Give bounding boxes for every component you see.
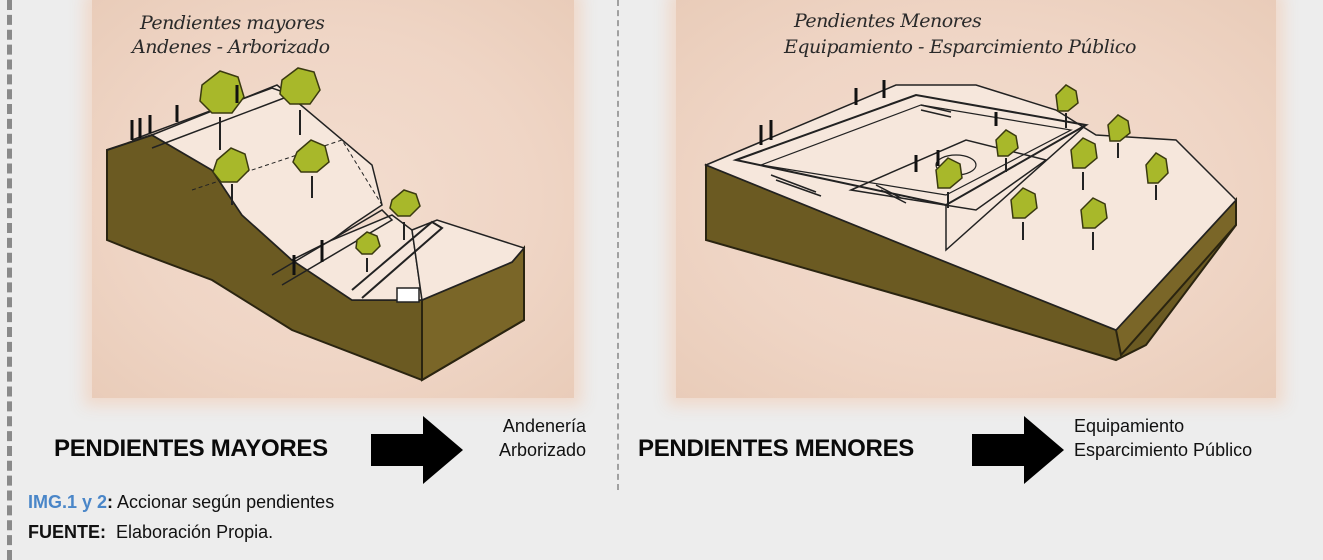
result-line2: Esparcimiento Público: [1074, 440, 1253, 460]
gentle-slope-drawing: [704, 80, 1238, 362]
source-text: Elaboración Propia.: [106, 522, 274, 542]
sketch-steep-slopes: Pendientes mayores Andenes - Arborizado: [92, 0, 574, 398]
sketch-label-line1: Pendientes Menores: [794, 10, 982, 32]
sketch-gentle-slopes: Pendientes Menores Equipamiento - Esparc…: [676, 0, 1276, 398]
figure-source: FUENTE: Elaboración Propia.: [28, 522, 273, 543]
caption-pendientes-menores: PENDIENTES MENORES: [638, 435, 914, 462]
arrow-right-icon: [371, 416, 463, 484]
caption-pendientes-mayores: PENDIENTES MAYORES: [54, 435, 328, 462]
sketch-label-line2: Andenes - Arborizado: [132, 36, 330, 58]
image-description: Accionar según pendientes: [113, 492, 335, 512]
steep-slope-drawing: [106, 67, 526, 382]
image-reference-colon: :: [107, 492, 114, 512]
arrow-right-icon: [972, 416, 1064, 484]
sketch-label-line1: Pendientes mayores: [140, 12, 325, 34]
result-line1: Andenería: [502, 416, 586, 436]
result-menores: Equipamiento Esparcimiento Público: [1074, 414, 1252, 462]
result-mayores: Andenería Arborizado: [464, 414, 586, 462]
result-line2: Arborizado: [498, 440, 586, 460]
center-dashed-divider: [617, 0, 619, 490]
left-dashed-border: [7, 0, 12, 560]
source-label: FUENTE:: [28, 522, 106, 542]
figure-caption: IMG.1 y 2: Accionar según pendientes: [28, 492, 334, 513]
image-reference: IMG.1 y 2: [28, 492, 108, 512]
sketch-label-line2: Equipamiento - Esparcimiento Público: [784, 36, 1137, 58]
result-line1: Equipamiento: [1074, 416, 1185, 436]
